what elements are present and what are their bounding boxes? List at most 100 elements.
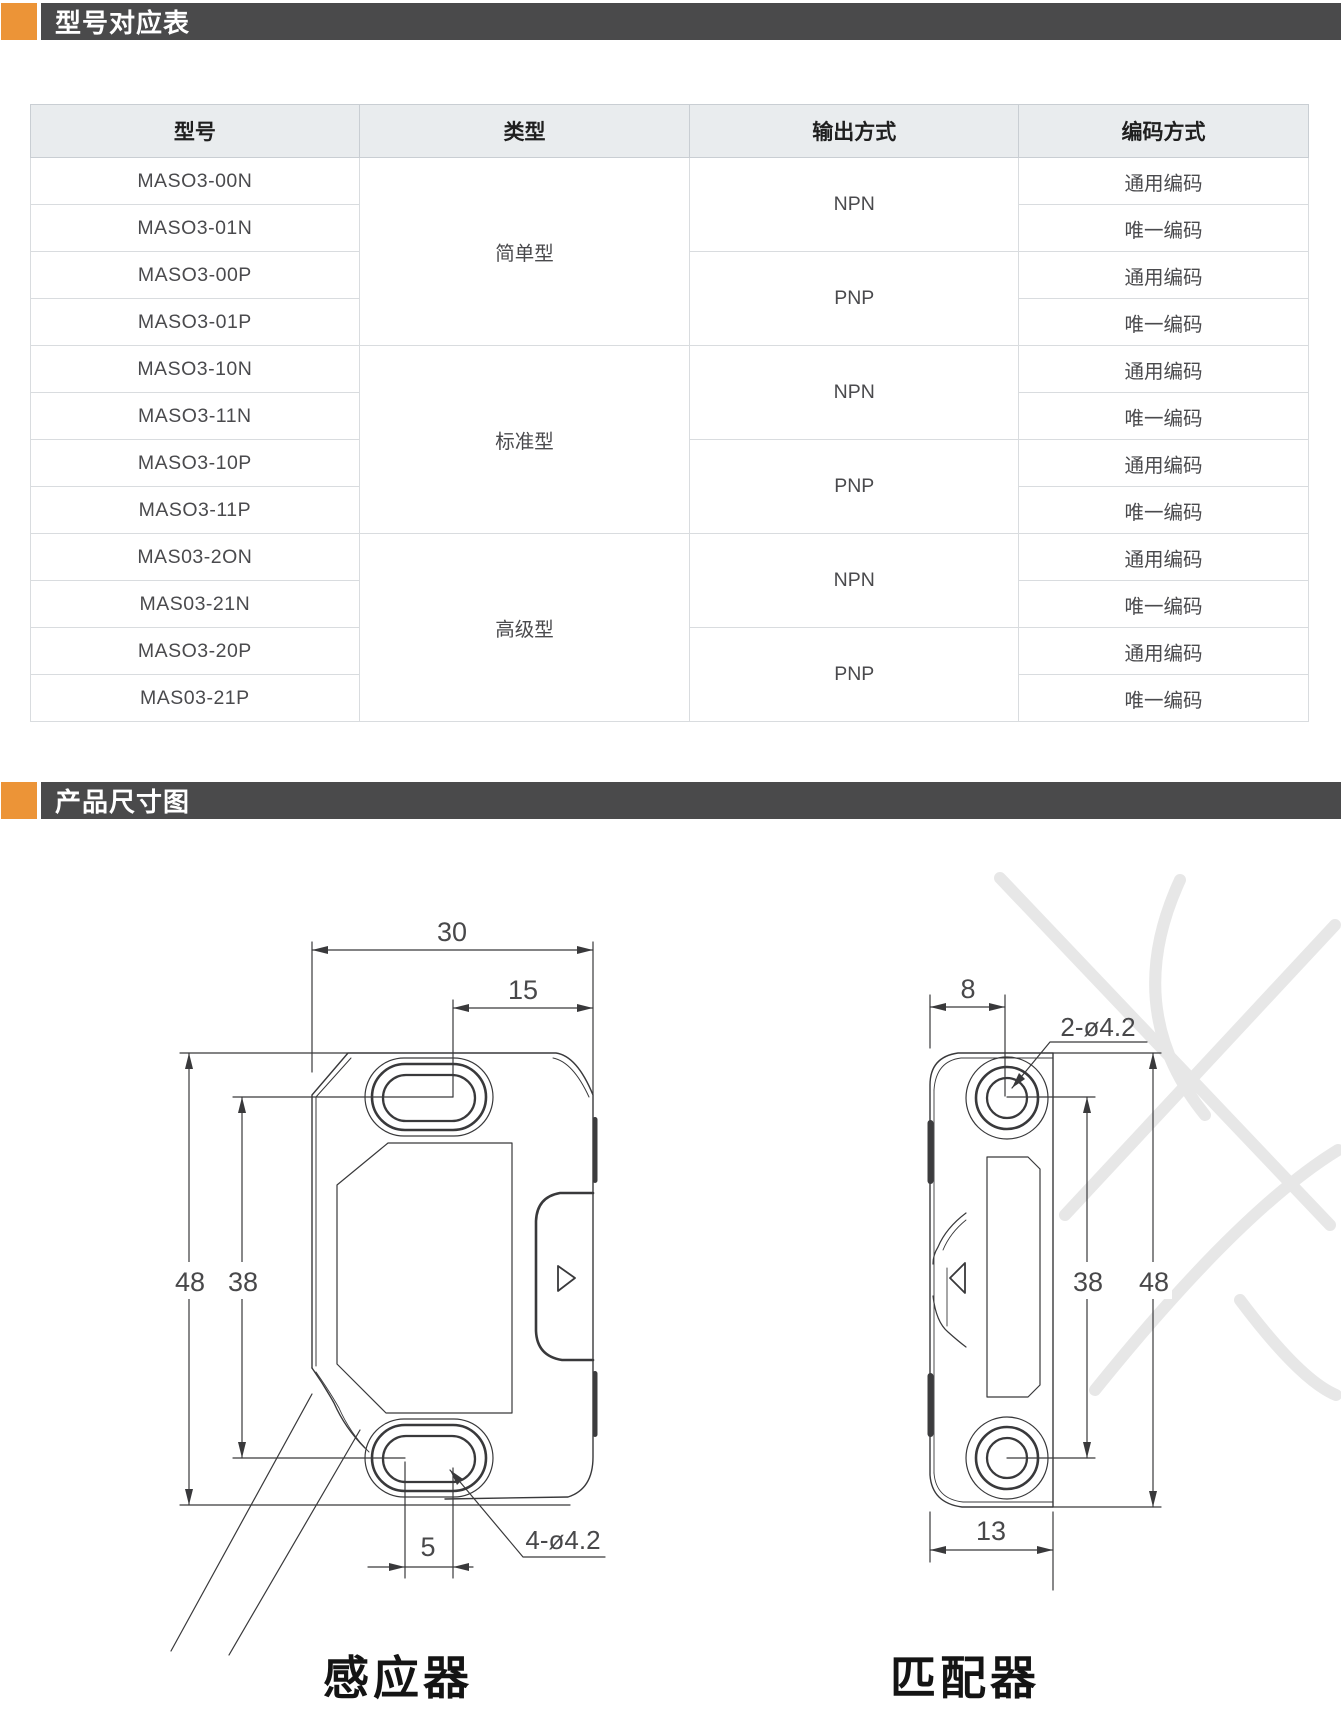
svg-text:8: 8 <box>960 974 975 1004</box>
orange-accent-block <box>1 3 37 40</box>
matcher-body-outline <box>929 1052 1054 1508</box>
svg-text:5: 5 <box>420 1532 435 1562</box>
table-row: MASO3-11N 唯一编码 <box>30 392 1309 440</box>
output-cell: PNP <box>689 439 1020 534</box>
col-header-type: 类型 <box>358 104 691 158</box>
dim-48-sensor: 48 <box>171 1052 571 1506</box>
dim-38-matcher: 38 <box>1006 1096 1106 1459</box>
table-row: MASO3-01N 唯一编码 <box>30 204 1309 252</box>
coding-cell: 唯一编码 <box>1018 298 1309 346</box>
dim-5: 5 <box>367 1461 474 1579</box>
model-cell: MASO3-10P <box>30 439 360 487</box>
section-title-bar: 型号对应表 <box>41 3 1341 40</box>
table-row: MAS03-2ON 高级型 NPN 通用编码 <box>30 533 1309 722</box>
output-cell: PNP <box>689 251 1020 346</box>
svg-text:48: 48 <box>1139 1267 1169 1297</box>
matcher-left-tab-lower <box>927 1373 934 1437</box>
type-cell: 高级型 <box>358 533 691 722</box>
table-row: MASO3-00N 简单型 NPN 通用编码 <box>30 157 1309 346</box>
watermark <box>994 872 1341 1401</box>
table-row: MASO3-00P PNP 通用编码 <box>30 251 1309 346</box>
sensor-right-tab-lower <box>592 1371 598 1437</box>
svg-text:15: 15 <box>508 975 538 1005</box>
dim-15: 15 <box>452 975 594 1098</box>
marker-triangle-left-icon <box>949 1262 966 1294</box>
dim-13: 13 <box>929 1511 1054 1591</box>
coding-cell: 通用编码 <box>1018 345 1309 393</box>
marker-triangle-right-icon <box>557 1265 576 1292</box>
col-header-output: 输出方式 <box>689 104 1020 158</box>
table-header-row: 型号 类型 输出方式 编码方式 <box>30 104 1309 158</box>
model-cell: MASO3-20P <box>30 627 360 675</box>
coding-cell: 唯一编码 <box>1018 486 1309 534</box>
col-header-coding: 编码方式 <box>1018 104 1309 158</box>
sensor-side-door <box>534 1191 595 1362</box>
sensor-caption: 感应器 <box>323 1653 473 1704</box>
svg-text:38: 38 <box>1073 1267 1103 1297</box>
model-cell: MASO3-00N <box>30 157 360 205</box>
coding-cell: 唯一编码 <box>1018 204 1309 252</box>
sensor-drawing: 30 15 48 38 <box>170 917 606 1704</box>
svg-text:30: 30 <box>437 917 467 947</box>
coding-cell: 唯一编码 <box>1018 580 1309 628</box>
matcher-caption: 匹配器 <box>890 1653 1040 1704</box>
coding-cell: 通用编码 <box>1018 251 1309 299</box>
matcher-hole-top <box>965 1056 1049 1140</box>
table-row: MAS03-21N 唯一编码 <box>30 580 1309 628</box>
type-cell: 简单型 <box>358 157 691 346</box>
output-cell: NPN <box>689 533 1020 628</box>
svg-text:48: 48 <box>175 1267 205 1297</box>
section-title-bar: 产品尺寸图 <box>41 782 1341 819</box>
table-row: MASO3-10N 标准型 NPN 通用编码 <box>30 345 1309 534</box>
output-cell: NPN <box>689 157 1020 252</box>
output-cell: PNP <box>689 627 1020 722</box>
matcher-left-tab-upper <box>927 1120 934 1184</box>
svg-text:2-ø4.2: 2-ø4.2 <box>1060 1012 1135 1042</box>
sensor-right-tab-upper <box>592 1117 598 1183</box>
table-row: MAS03-21P 唯一编码 <box>30 674 1309 722</box>
matcher-drawing: 8 2-ø4.2 38 48 <box>890 974 1172 1704</box>
dim-48-matcher: 48 <box>1052 1052 1172 1508</box>
section1-title: 型号对应表 <box>55 8 191 38</box>
coding-cell: 唯一编码 <box>1018 392 1309 440</box>
model-cell: MAS03-21P <box>30 674 360 722</box>
table-row: MASO3-11P 唯一编码 <box>30 486 1309 534</box>
model-correspondence-table: 型号 类型 输出方式 编码方式 MASO3-00N 简单型 NPN 通用编码 M… <box>30 104 1309 722</box>
type-cell: 标准型 <box>358 345 691 534</box>
sensor-cable <box>170 1393 361 1656</box>
table-row: MASO3-01P 唯一编码 <box>30 298 1309 346</box>
output-cell: NPN <box>689 345 1020 440</box>
coding-cell: 通用编码 <box>1018 157 1309 205</box>
dim-30: 30 <box>311 917 594 1096</box>
coding-cell: 唯一编码 <box>1018 674 1309 722</box>
model-cell: MASO3-10N <box>30 345 360 393</box>
model-cell: MASO3-00P <box>30 251 360 299</box>
model-cell: MAS03-21N <box>30 580 360 628</box>
model-cell: MASO3-11P <box>30 486 360 534</box>
model-cell: MAS03-2ON <box>30 533 360 581</box>
svg-text:38: 38 <box>228 1267 258 1297</box>
table-row: MASO3-20P PNP 通用编码 <box>30 627 1309 722</box>
hole-note-matcher: 2-ø4.2 <box>1011 1012 1148 1089</box>
svg-text:13: 13 <box>976 1516 1006 1546</box>
dim-38-sensor: 38 <box>224 1096 454 1459</box>
coding-cell: 通用编码 <box>1018 627 1309 675</box>
svg-text:4-ø4.2: 4-ø4.2 <box>525 1525 600 1555</box>
coding-cell: 通用编码 <box>1018 533 1309 581</box>
matcher-window <box>986 1156 1041 1398</box>
table-row: MASO3-10P PNP 通用编码 <box>30 439 1309 534</box>
product-dimension-drawing: 30 15 48 38 <box>170 872 1341 1704</box>
model-cell: MASO3-01N <box>30 204 360 252</box>
col-header-model: 型号 <box>30 104 360 158</box>
section-header-model-table: 型号对应表 <box>0 3 1341 40</box>
dim-8: 8 <box>929 974 1006 1097</box>
coding-cell: 通用编码 <box>1018 439 1309 487</box>
hole-note-sensor: 4-ø4.2 <box>449 1469 606 1558</box>
section2-title: 产品尺寸图 <box>55 787 191 817</box>
sensor-window <box>336 1142 513 1414</box>
section-header-dimension-drawing: 产品尺寸图 <box>0 782 1341 819</box>
model-cell: MASO3-11N <box>30 392 360 440</box>
matcher-side-latch <box>932 1212 967 1348</box>
orange-accent-block <box>1 782 37 819</box>
